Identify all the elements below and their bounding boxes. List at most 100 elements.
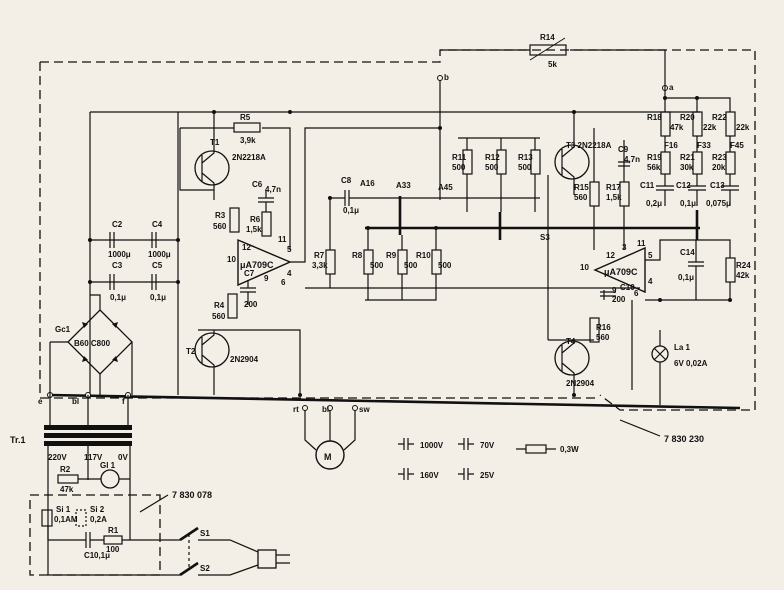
value-r3: 560 — [213, 222, 227, 231]
value-c3: 0,1μ — [110, 293, 126, 302]
cap-c8 — [330, 190, 370, 206]
resistor-r14 — [529, 44, 567, 56]
label-motor: M — [324, 452, 332, 462]
label-r7: R7 — [314, 251, 325, 260]
leader-psu — [139, 494, 169, 513]
label-r17: R17 — [606, 183, 621, 192]
pin-3b: 3 — [622, 243, 627, 252]
label-r15: R15 — [574, 183, 589, 192]
pin-10: 10 — [227, 255, 236, 264]
value-c4: 1000μ — [148, 250, 171, 259]
value-r2: 47k — [60, 485, 74, 494]
value-c8: 0,1μ — [343, 206, 359, 215]
cap-c6 — [258, 190, 274, 212]
pin-5b: 5 — [648, 251, 653, 260]
pin-12: 12 — [242, 243, 251, 252]
wire-r14 — [440, 49, 666, 88]
value-r7: 3,3k — [312, 261, 328, 270]
wire-t3 — [547, 128, 625, 340]
fuse-si1 — [41, 509, 53, 527]
rail-bottom — [49, 393, 741, 410]
value-si2: 0,2A — [90, 515, 107, 524]
legend-cap-1000v — [398, 438, 414, 450]
value-r22: 22k — [736, 123, 750, 132]
label-c12: C12 — [676, 181, 691, 190]
terminal-b — [437, 75, 443, 81]
value-r1: 100 — [106, 545, 120, 554]
resistor-r23 — [725, 151, 736, 175]
wire-filter — [89, 112, 179, 395]
label-r5: R5 — [240, 113, 251, 122]
pin-9b: 9 — [612, 286, 617, 295]
value-r20: 22k — [703, 123, 717, 132]
trimmer-r22 — [725, 111, 736, 137]
resistor-r2 — [57, 474, 79, 484]
value-r5: 3,9k — [240, 136, 256, 145]
label-117v: 117V — [84, 453, 103, 462]
value-r21: 30k — [680, 163, 694, 172]
value-c12: 0,1μ — [680, 199, 696, 208]
cap-c10 — [600, 290, 616, 300]
value-r9: 500 — [404, 261, 418, 270]
label-r18: R18 — [647, 113, 662, 122]
value-r23: 20k — [712, 163, 726, 172]
pin-4: 4 — [287, 269, 292, 278]
wire-motor — [304, 408, 356, 451]
label-f33: F33 — [697, 141, 711, 150]
value-r24: 42k — [736, 271, 750, 280]
legend-cap-160v — [398, 468, 414, 480]
label-c14: C14 — [680, 248, 695, 257]
label-terminal-a: a — [669, 83, 674, 92]
transistor-t4 — [554, 340, 590, 376]
cap-c14 — [688, 240, 704, 300]
label-terminal-f: f — [122, 397, 125, 406]
wire-plug — [198, 539, 259, 576]
legend-0-3w: 0,3W — [560, 445, 579, 454]
label-r13: R13 — [518, 153, 533, 162]
value-c10: 200 — [612, 295, 626, 304]
cap-c7 — [240, 280, 256, 305]
wire-r8-r10 — [365, 228, 437, 301]
label-r23: R23 — [712, 153, 727, 162]
legend-25v: 25V — [480, 471, 495, 480]
label-terminal-rt: rt — [293, 405, 299, 414]
label-r1: R1 — [108, 526, 119, 535]
wire-t4 — [548, 300, 633, 390]
pin-11: 11 — [278, 235, 287, 244]
label-c4: C4 — [152, 220, 163, 229]
label-s3: S3 — [540, 233, 550, 242]
value-r19: 56k — [647, 163, 661, 172]
leader-main — [619, 419, 661, 437]
pin-9: 9 — [264, 274, 269, 283]
cap-c3 — [109, 274, 115, 290]
junction-dots — [88, 96, 732, 397]
legend-1000v: 1000V — [420, 441, 444, 450]
label-terminal-b: b — [444, 73, 449, 82]
opamp-ic2 — [593, 246, 646, 294]
pin-12b: 12 — [606, 251, 615, 260]
pin-6b: 6 — [634, 289, 639, 298]
label-ic2: μA709C — [604, 267, 638, 277]
value-r4: 560 — [212, 312, 226, 321]
legend-resistor-body — [525, 444, 547, 454]
label-r24: R24 — [736, 261, 751, 270]
label-terminal-bl: bl — [72, 397, 79, 406]
legend-70v: 70V — [480, 441, 495, 450]
label-c7: C7 — [244, 269, 255, 278]
terminal-rt — [302, 405, 308, 411]
label-r11: R11 — [452, 153, 467, 162]
label-r19: R19 — [647, 153, 662, 162]
label-c9: C9 — [618, 145, 629, 154]
t1-leads — [201, 112, 215, 200]
label-r8: R8 — [352, 251, 363, 260]
cap-c12 — [688, 185, 706, 206]
value-c14: 0,1μ — [678, 273, 694, 282]
value-c1: 0,1μ — [94, 551, 110, 560]
label-r12: R12 — [485, 153, 500, 162]
pin-4b: 4 — [648, 277, 653, 286]
value-r18: 47k — [670, 123, 684, 132]
plug-pins — [276, 554, 290, 564]
value-si1: 0,1AM — [54, 515, 78, 524]
t4-leads — [561, 340, 575, 395]
